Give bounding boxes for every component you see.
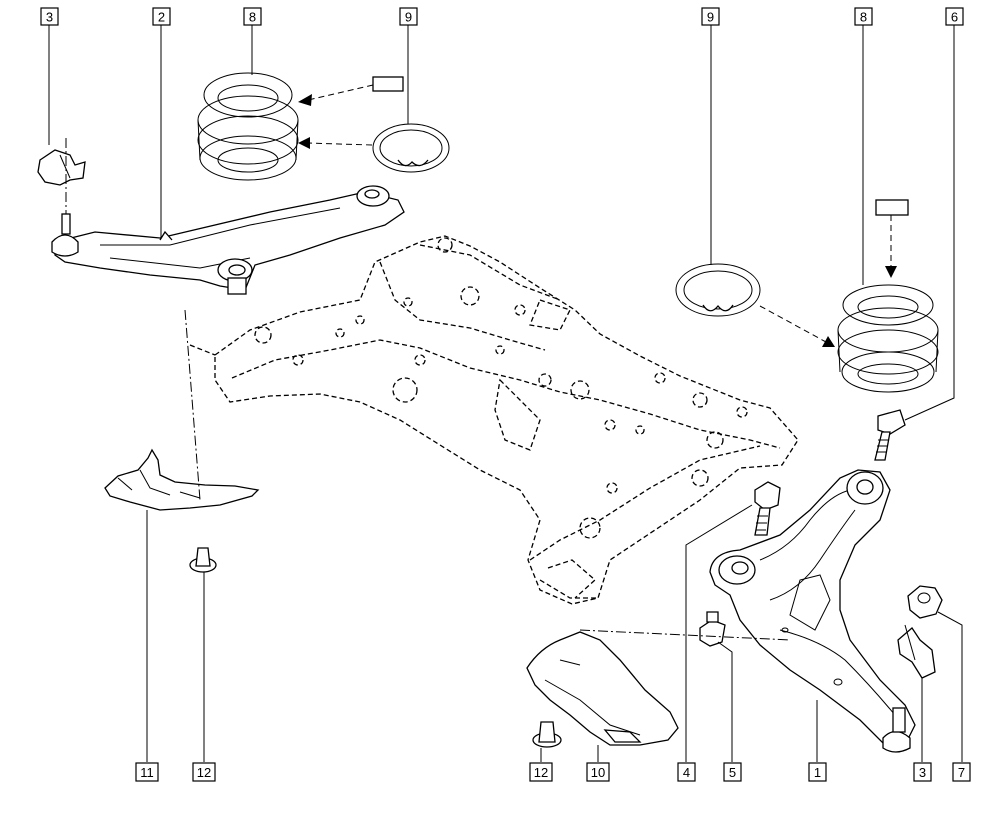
bolt-6: [874, 409, 906, 461]
callout-5-bottom: 5: [723, 762, 742, 782]
callout-7-bottom: 7: [952, 762, 971, 782]
svg-text:9: 9: [405, 10, 412, 25]
callout-3-bottom: 3: [913, 762, 932, 782]
left-lower-arm: [54, 185, 405, 295]
svg-text:3: 3: [46, 10, 53, 25]
callout-12-bottom-right: 12: [529, 762, 553, 782]
right-spring-seat-ring: [675, 263, 761, 317]
right-ball-joint: [882, 624, 936, 753]
right-spring: [837, 284, 939, 393]
svg-text:10: 10: [591, 765, 605, 780]
left-ball-joint: [37, 138, 86, 257]
callout-1-bottom: 1: [808, 762, 827, 782]
right-insulator-block: [875, 199, 909, 216]
left-shield: [104, 309, 260, 511]
svg-text:7: 7: [958, 765, 965, 780]
subframe: [189, 235, 799, 605]
svg-text:3: 3: [919, 765, 926, 780]
callout-9-top-left: 9: [399, 7, 418, 26]
callout-6-top: 6: [945, 7, 964, 26]
right-shield: [526, 629, 791, 746]
callouts: 3 2 8 9 9 8 6 11: [40, 7, 971, 782]
callout-8-top-left: 8: [243, 7, 262, 26]
svg-text:9: 9: [707, 10, 714, 25]
right-lower-arm: [709, 469, 916, 746]
svg-text:12: 12: [197, 765, 211, 780]
svg-text:8: 8: [249, 10, 256, 25]
callout-9-top-right: 9: [701, 7, 720, 26]
svg-text:8: 8: [860, 10, 867, 25]
callout-2-top: 2: [152, 7, 171, 26]
left-clip: [189, 547, 217, 573]
svg-text:1: 1: [814, 765, 821, 780]
bolt-4: [754, 481, 781, 536]
svg-text:12: 12: [534, 765, 548, 780]
nut-7: [907, 585, 943, 619]
leader-lines: [48, 22, 963, 762]
callout-10-bottom: 10: [586, 762, 610, 782]
assembly-arrows: [298, 84, 897, 347]
callout-4-bottom: 4: [677, 762, 696, 782]
callout-8-top-right: 8: [854, 7, 873, 26]
svg-text:5: 5: [729, 765, 736, 780]
svg-text:6: 6: [951, 10, 958, 25]
left-insulator-block: [372, 76, 404, 92]
right-clip: [532, 721, 562, 748]
left-spring: [197, 72, 299, 181]
svg-text:11: 11: [140, 765, 154, 780]
callout-3-top: 3: [40, 7, 59, 26]
svg-text:4: 4: [683, 765, 690, 780]
svg-text:2: 2: [158, 10, 165, 25]
left-spring-seat-ring: [372, 123, 450, 173]
callout-11-bottom: 11: [135, 762, 159, 782]
callout-12-bottom-left: 12: [192, 762, 216, 782]
bush-5: [699, 611, 726, 647]
